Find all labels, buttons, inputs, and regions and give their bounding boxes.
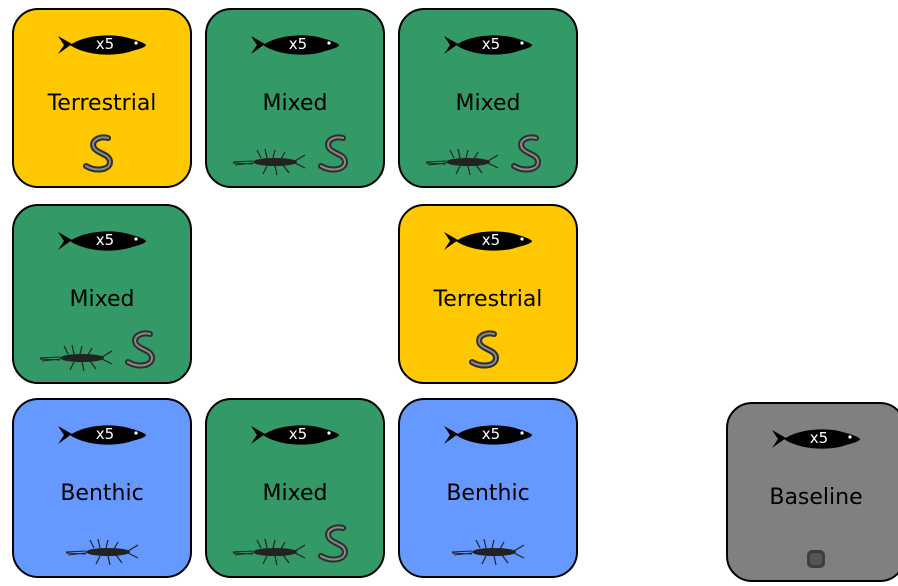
tile-baseline: x5 Baseline [726, 402, 898, 582]
earthworm-icon [511, 134, 542, 173]
tile-benthic: x5 Benthic [12, 398, 192, 578]
tile-label: Terrestrial [433, 287, 543, 312]
mayfly-larva-icon [232, 538, 306, 566]
mayfly-larva-icon [425, 148, 499, 176]
tile-label: Mixed [262, 91, 328, 116]
tile-label: Benthic [60, 481, 144, 506]
tile-terrestrial: x5 Terrestrial [12, 8, 192, 188]
earthworm-icon [125, 330, 156, 369]
fish-count: x5 [95, 425, 115, 443]
tile-label: Baseline [769, 485, 863, 510]
tile-label: Benthic [446, 481, 530, 506]
fish-count: x5 [481, 425, 501, 443]
fish-count: x5 [95, 231, 115, 249]
tile-benthic: x5 Benthic [398, 398, 578, 578]
mayfly-larva-icon [451, 538, 525, 566]
earthworm-icon [318, 134, 349, 173]
tile-label: Mixed [455, 91, 521, 116]
fish-icon: x5 [770, 424, 862, 454]
earthworm-icon [83, 134, 114, 173]
tile-label: Mixed [262, 481, 328, 506]
earthworm-icon [469, 330, 500, 369]
pellet-icon [807, 550, 825, 568]
tile-mixed: x5 Mixed [205, 8, 385, 188]
fish-count: x5 [95, 35, 115, 53]
fish-icon: x5 [442, 420, 534, 450]
tile-mixed: x5 Mixed [205, 398, 385, 578]
tile-mixed: x5 Mixed [12, 204, 192, 384]
mayfly-larva-icon [39, 344, 113, 372]
mayfly-larva-icon [65, 538, 139, 566]
mayfly-larva-icon [232, 148, 306, 176]
fish-count: x5 [481, 35, 501, 53]
fish-icon: x5 [249, 420, 341, 450]
earthworm-icon [318, 524, 349, 563]
fish-count: x5 [481, 231, 501, 249]
fish-icon: x5 [56, 420, 148, 450]
fish-icon: x5 [442, 30, 534, 60]
fish-icon: x5 [249, 30, 341, 60]
tile-mixed: x5 Mixed [398, 8, 578, 188]
fish-count: x5 [288, 35, 308, 53]
fish-icon: x5 [56, 30, 148, 60]
tile-terrestrial: x5 Terrestrial [398, 204, 578, 384]
fish-icon: x5 [56, 226, 148, 256]
fish-count: x5 [809, 429, 829, 447]
fish-icon: x5 [442, 226, 534, 256]
tile-label: Mixed [69, 287, 135, 312]
tile-label: Terrestrial [47, 91, 157, 116]
fish-count: x5 [288, 425, 308, 443]
